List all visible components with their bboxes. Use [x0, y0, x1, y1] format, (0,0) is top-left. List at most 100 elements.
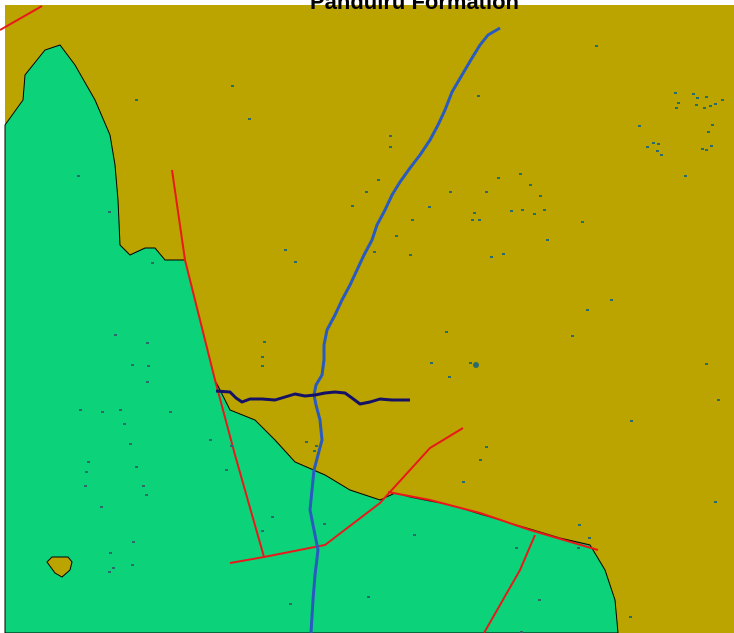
- sample-point: [131, 364, 134, 366]
- sample-point: [389, 135, 392, 137]
- sample-point: [294, 261, 297, 263]
- sample-point: [413, 534, 416, 536]
- sample-point: [109, 552, 112, 554]
- sample-point: [430, 362, 433, 364]
- sample-point: [629, 616, 632, 618]
- sample-point: [389, 146, 392, 148]
- sample-point: [703, 107, 706, 109]
- sample-point: [377, 179, 380, 181]
- fault-line: [0, 5, 43, 31]
- sample-point: [100, 506, 103, 508]
- sample-point: [714, 501, 717, 503]
- sample-points: [77, 45, 724, 633]
- sample-point: [695, 104, 698, 106]
- sample-point: [543, 209, 546, 211]
- sample-point: [230, 445, 233, 447]
- sample-point: [135, 99, 138, 101]
- sample-point: [114, 334, 117, 336]
- sample-point: [657, 143, 660, 145]
- sample-point: [305, 441, 308, 443]
- sample-point: [209, 439, 212, 441]
- sample-point: [571, 335, 574, 337]
- formation-island: [46, 556, 73, 578]
- sample-point: [521, 209, 524, 211]
- sample-point: [546, 239, 549, 241]
- sample-point: [323, 523, 326, 525]
- sample-point: [108, 211, 111, 213]
- sample-point: [112, 567, 115, 569]
- sample-point: [677, 102, 680, 104]
- sample-point: [478, 219, 481, 221]
- sample-point: [409, 254, 412, 256]
- sample-point: [577, 547, 580, 549]
- sample-point: [660, 154, 663, 156]
- sample-point: [692, 93, 695, 95]
- sample-point: [146, 381, 149, 383]
- sample-point: [497, 177, 500, 179]
- sample-point: [351, 205, 354, 207]
- sample-point: [529, 184, 532, 186]
- sample-point: [705, 96, 708, 98]
- sample-cluster: [473, 362, 479, 368]
- sample-point: [646, 146, 649, 148]
- sample-point: [696, 97, 699, 99]
- sample-point: [490, 256, 493, 258]
- sample-point: [477, 95, 480, 97]
- sample-point: [519, 173, 522, 175]
- sample-point: [129, 443, 132, 445]
- sample-point: [261, 530, 264, 532]
- sample-point: [711, 124, 714, 126]
- fault-line: [171, 169, 265, 558]
- sample-point: [146, 342, 149, 344]
- sample-point: [123, 423, 126, 425]
- sample-point: [373, 251, 376, 253]
- sample-point: [705, 363, 708, 365]
- sample-point: [79, 409, 82, 411]
- transect-line: [215, 389, 410, 406]
- sample-point: [263, 341, 266, 343]
- river: [308, 26, 501, 633]
- sample-point: [271, 516, 274, 518]
- sample-point: [151, 262, 154, 264]
- sample-point: [684, 175, 687, 177]
- fault-lines: [0, 5, 599, 633]
- fault-line: [229, 427, 464, 564]
- sample-point: [365, 191, 368, 193]
- sample-point: [225, 469, 228, 471]
- green-unit: [4, 44, 619, 633]
- sample-point: [84, 485, 87, 487]
- sample-point: [502, 253, 505, 255]
- sample-point: [652, 142, 655, 144]
- sample-point: [462, 481, 465, 483]
- map-title: Panduiru Formation: [310, 0, 519, 14]
- fault-line: [387, 491, 599, 551]
- sample-point: [586, 309, 589, 311]
- sample-point: [520, 631, 523, 633]
- sample-point: [449, 191, 452, 193]
- sample-point: [471, 219, 474, 221]
- sample-point: [108, 571, 111, 573]
- sample-point: [533, 213, 536, 215]
- sample-point: [289, 603, 292, 605]
- sample-point: [610, 299, 613, 301]
- sample-point: [705, 149, 708, 151]
- sample-point: [479, 459, 482, 461]
- sample-point: [87, 461, 90, 463]
- sample-point: [77, 175, 80, 177]
- fault-line: [483, 534, 536, 633]
- sample-point: [132, 541, 135, 543]
- sample-point: [261, 365, 264, 367]
- sample-point: [395, 235, 398, 237]
- sample-point: [473, 212, 476, 214]
- sample-point: [721, 99, 724, 101]
- sample-point: [131, 564, 134, 566]
- sample-point: [119, 409, 122, 411]
- sample-point: [101, 411, 104, 413]
- sample-point: [510, 210, 513, 212]
- sample-point: [448, 376, 451, 378]
- sample-point: [315, 445, 318, 447]
- sample-point: [538, 599, 541, 601]
- sample-point: [135, 466, 138, 468]
- sample-point: [701, 148, 704, 150]
